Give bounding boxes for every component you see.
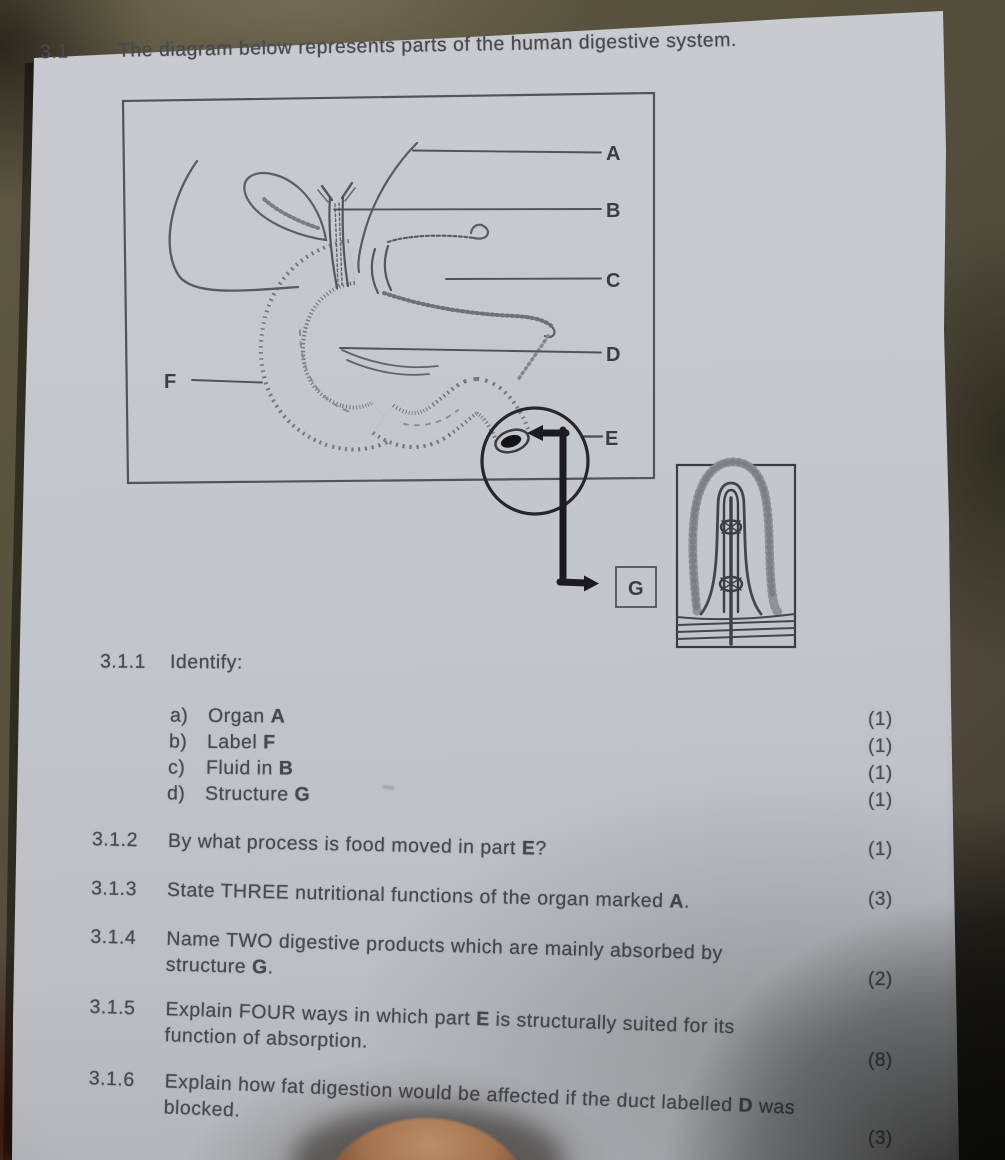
- mark-3-1-1d: (1): [868, 790, 893, 811]
- villus-base-lines: [676, 613, 796, 640]
- mark-3-1-1a: (1): [868, 709, 893, 730]
- mark-3-1-2: (1): [868, 839, 893, 860]
- question-item-b: b) Label F: [169, 729, 276, 756]
- item-letter: c): [167, 756, 186, 779]
- question-item-a: a) Organ A: [170, 702, 285, 729]
- leader-line-f: [191, 379, 263, 384]
- question-number: 3.1.1: [99, 650, 146, 673]
- diagram-label-a: A: [606, 143, 620, 165]
- leader-line-c: [445, 277, 602, 280]
- question-number: 3.1: [39, 40, 69, 64]
- diagram-label-b: B: [606, 200, 620, 222]
- gall-bladder-stipple: [262, 197, 320, 230]
- question-3-1-1: 3.1.1 Identify:: [100, 649, 243, 676]
- mark-3-1-5: (8): [868, 1050, 893, 1071]
- question-item-d: d) Structure G: [167, 780, 310, 807]
- mark-3-1-1b: (1): [868, 736, 893, 757]
- mark-3-1-6: (3): [868, 1128, 893, 1149]
- item-letter: a): [169, 704, 189, 727]
- arrow-to-g: [556, 578, 590, 587]
- pancreatic-duct: [341, 349, 439, 376]
- mark-3-1-4: (2): [868, 969, 893, 990]
- item-text: Structure G: [204, 782, 311, 806]
- item-letter: b): [168, 730, 188, 753]
- item-text: Fluid in B: [205, 756, 294, 780]
- question-item-c: c) Fluid in B: [168, 754, 294, 781]
- diagram-label-f: F: [164, 371, 176, 393]
- diagram-label-c: C: [606, 270, 620, 292]
- mark-3-1-3: (3): [868, 889, 893, 910]
- diagram-label-g: G: [628, 578, 644, 600]
- item-letter: d): [166, 782, 186, 805]
- pancreas-upper-edge: [386, 234, 476, 244]
- question-number: 3.1.2: [91, 828, 139, 852]
- pancreas-tail-shading: [516, 334, 550, 382]
- question-number: 3.1.4: [90, 925, 137, 949]
- leader-line-a: [412, 149, 602, 154]
- question-number: 3.1.5: [89, 995, 136, 1020]
- pancreas-lower-edge-stipple: [382, 291, 555, 330]
- gall-bladder: [243, 172, 328, 242]
- leader-line-d: [339, 347, 602, 354]
- item-text: Label F: [206, 730, 276, 754]
- item-text: Organ A: [207, 704, 286, 728]
- leader-line-b: [333, 208, 602, 211]
- liver-outline-right: [357, 141, 419, 274]
- arrowhead-right: [584, 575, 599, 592]
- diagram-label-d: D: [606, 344, 620, 366]
- pancreas-curl: [469, 223, 490, 240]
- mark-3-1-1c: (1): [868, 763, 893, 784]
- question-number: 3.1.6: [88, 1067, 136, 1092]
- question-number: 3.1.3: [90, 877, 138, 901]
- magnifier-circle: [480, 406, 590, 516]
- question-text: Identify:: [169, 650, 243, 674]
- pylorus-pinch: [370, 244, 393, 295]
- diagram-label-e: E: [605, 428, 618, 450]
